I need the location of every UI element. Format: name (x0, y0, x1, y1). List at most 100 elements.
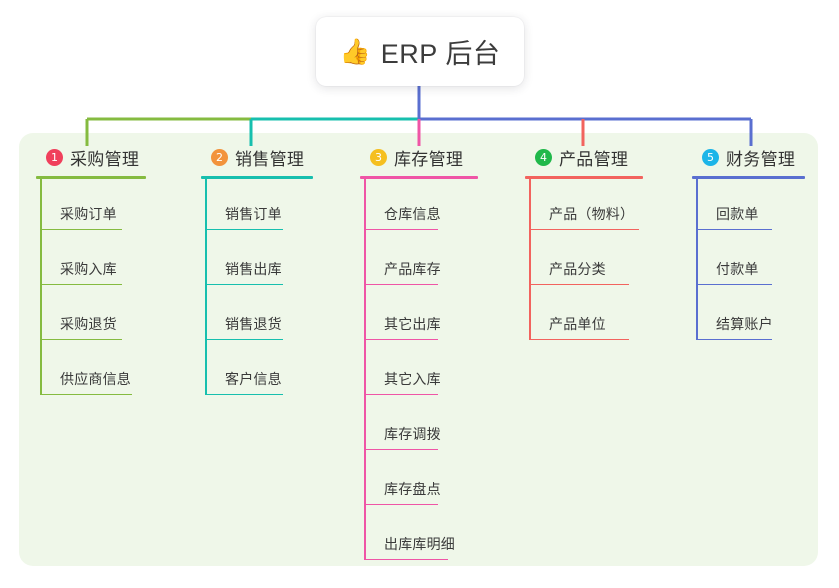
leaf-item-label: 销售出库 (225, 261, 282, 277)
leaf-item[interactable]: 产品（物料） (525, 179, 643, 234)
leaf-item-underline (696, 338, 772, 340)
branch-items: 仓库信息产品库存其它出库其它入库库存调拨库存盘点出库库明细 (360, 179, 478, 564)
leaf-item-label: 产品单位 (549, 316, 606, 332)
leaf-item-underline (364, 338, 438, 340)
leaf-item-underline (40, 228, 122, 230)
leaf-item-label: 付款单 (716, 261, 759, 277)
leaf-item[interactable]: 供应商信息 (36, 344, 146, 399)
branch-spine (696, 179, 698, 340)
branch-title: 销售管理 (235, 149, 305, 169)
leaf-item[interactable]: 销售出库 (201, 234, 313, 289)
branch-spine (40, 179, 42, 395)
branch-column-4: 4 产品管理产品（物料） 产品分类产品单位 (525, 144, 643, 344)
root-node-title: ERP 后台 (380, 39, 501, 69)
leaf-item[interactable]: 产品单位 (525, 289, 643, 344)
leaf-item-label: 产品（物料） (549, 206, 635, 222)
leaf-item[interactable]: 回款单 (692, 179, 805, 234)
leaf-item-label: 采购入库 (60, 261, 117, 277)
leaf-item-underline (529, 338, 629, 340)
leaf-item[interactable]: 库存调拨 (360, 399, 478, 454)
branch-title: 产品管理 (559, 149, 629, 169)
branch-underline (360, 176, 478, 179)
content-panel (19, 133, 818, 566)
branch-items: 销售订单销售出库销售退货客户信息 (201, 179, 313, 399)
leaf-item-label: 回款单 (716, 206, 759, 222)
branch-items: 采购订单采购入库采购退货供应商信息 (36, 179, 146, 399)
leaf-item-underline (205, 228, 283, 230)
branch-spine (205, 179, 207, 395)
branch-underline (525, 176, 643, 179)
leaf-item-underline (205, 283, 283, 285)
leaf-item[interactable]: 付款单 (692, 234, 805, 289)
leaf-item-label: 销售退货 (225, 316, 282, 332)
leaf-item-underline (696, 228, 772, 230)
branch-number-badge: 4 (535, 148, 552, 166)
leaf-item-label: 采购订单 (60, 206, 117, 222)
branch-number-badge: 5 (702, 148, 719, 166)
leaf-item[interactable]: 销售订单 (201, 179, 313, 234)
leaf-item-label: 采购退货 (60, 316, 117, 332)
leaf-item-label: 供应商信息 (60, 371, 131, 387)
thumbs-up-icon: 👍 (339, 38, 371, 66)
leaf-item-label: 结算账户 (716, 316, 773, 332)
leaf-item-underline (364, 393, 438, 395)
branch-column-3: 3 库存管理仓库信息产品库存其它出库其它入库库存调拨库存盘点出库库明细 (360, 144, 478, 564)
leaf-item-underline (205, 338, 283, 340)
leaf-item[interactable]: 库存盘点 (360, 454, 478, 509)
branch-number-badge: 2 (211, 148, 228, 166)
leaf-item[interactable]: 采购订单 (36, 179, 146, 234)
leaf-item-underline (364, 228, 438, 230)
branch-items: 回款单付款单结算账户 (692, 179, 805, 344)
root-node-card[interactable]: 👍 ERP 后台 (316, 17, 524, 86)
branch-underline (692, 176, 805, 179)
leaf-item-underline (40, 338, 122, 340)
branch-underline (201, 176, 313, 179)
leaf-item[interactable]: 仓库信息 (360, 179, 478, 234)
leaf-item-underline (40, 283, 122, 285)
leaf-item-underline (529, 283, 629, 285)
leaf-item[interactable]: 客户信息 (201, 344, 313, 399)
leaf-item-underline (205, 393, 283, 395)
branch-underline (36, 176, 146, 179)
leaf-item-underline (364, 503, 438, 505)
leaf-item-label: 库存调拨 (384, 426, 441, 442)
leaf-item-underline (364, 448, 438, 450)
branch-spine (529, 179, 531, 340)
leaf-item-underline (364, 558, 448, 560)
leaf-item-label: 其它出库 (384, 316, 441, 332)
leaf-item[interactable]: 其它出库 (360, 289, 478, 344)
branch-header-1[interactable]: 1 采购管理 (36, 144, 146, 170)
leaf-item[interactable]: 采购退货 (36, 289, 146, 344)
leaf-item-label: 出库库明细 (384, 536, 455, 552)
leaf-item[interactable]: 结算账户 (692, 289, 805, 344)
branch-title: 采购管理 (70, 149, 140, 169)
leaf-item[interactable]: 产品库存 (360, 234, 478, 289)
branch-number-badge: 3 (370, 148, 387, 166)
leaf-item-label: 仓库信息 (384, 206, 441, 222)
branch-spine (364, 179, 366, 560)
branch-items: 产品（物料） 产品分类产品单位 (525, 179, 643, 344)
branch-header-2[interactable]: 2 销售管理 (201, 144, 313, 170)
branch-title: 库存管理 (394, 149, 464, 169)
branch-header-4[interactable]: 4 产品管理 (525, 144, 643, 170)
leaf-item-label: 其它入库 (384, 371, 441, 387)
branch-header-3[interactable]: 3 库存管理 (360, 144, 478, 170)
leaf-item[interactable]: 产品分类 (525, 234, 643, 289)
leaf-item-label: 产品分类 (549, 261, 606, 277)
leaf-item-label: 客户信息 (225, 371, 282, 387)
leaf-item-underline (364, 283, 438, 285)
leaf-item[interactable]: 其它入库 (360, 344, 478, 399)
leaf-item-label: 产品库存 (384, 261, 441, 277)
leaf-item-underline (696, 283, 772, 285)
leaf-item-label: 库存盘点 (384, 481, 441, 497)
leaf-item-underline (40, 393, 132, 395)
branch-number-badge: 1 (46, 148, 63, 166)
branch-column-2: 2 销售管理销售订单销售出库销售退货客户信息 (201, 144, 313, 399)
leaf-item[interactable]: 采购入库 (36, 234, 146, 289)
leaf-item[interactable]: 销售退货 (201, 289, 313, 344)
leaf-item[interactable]: 出库库明细 (360, 509, 478, 564)
branch-column-1: 1 采购管理采购订单采购入库采购退货供应商信息 (36, 144, 146, 399)
